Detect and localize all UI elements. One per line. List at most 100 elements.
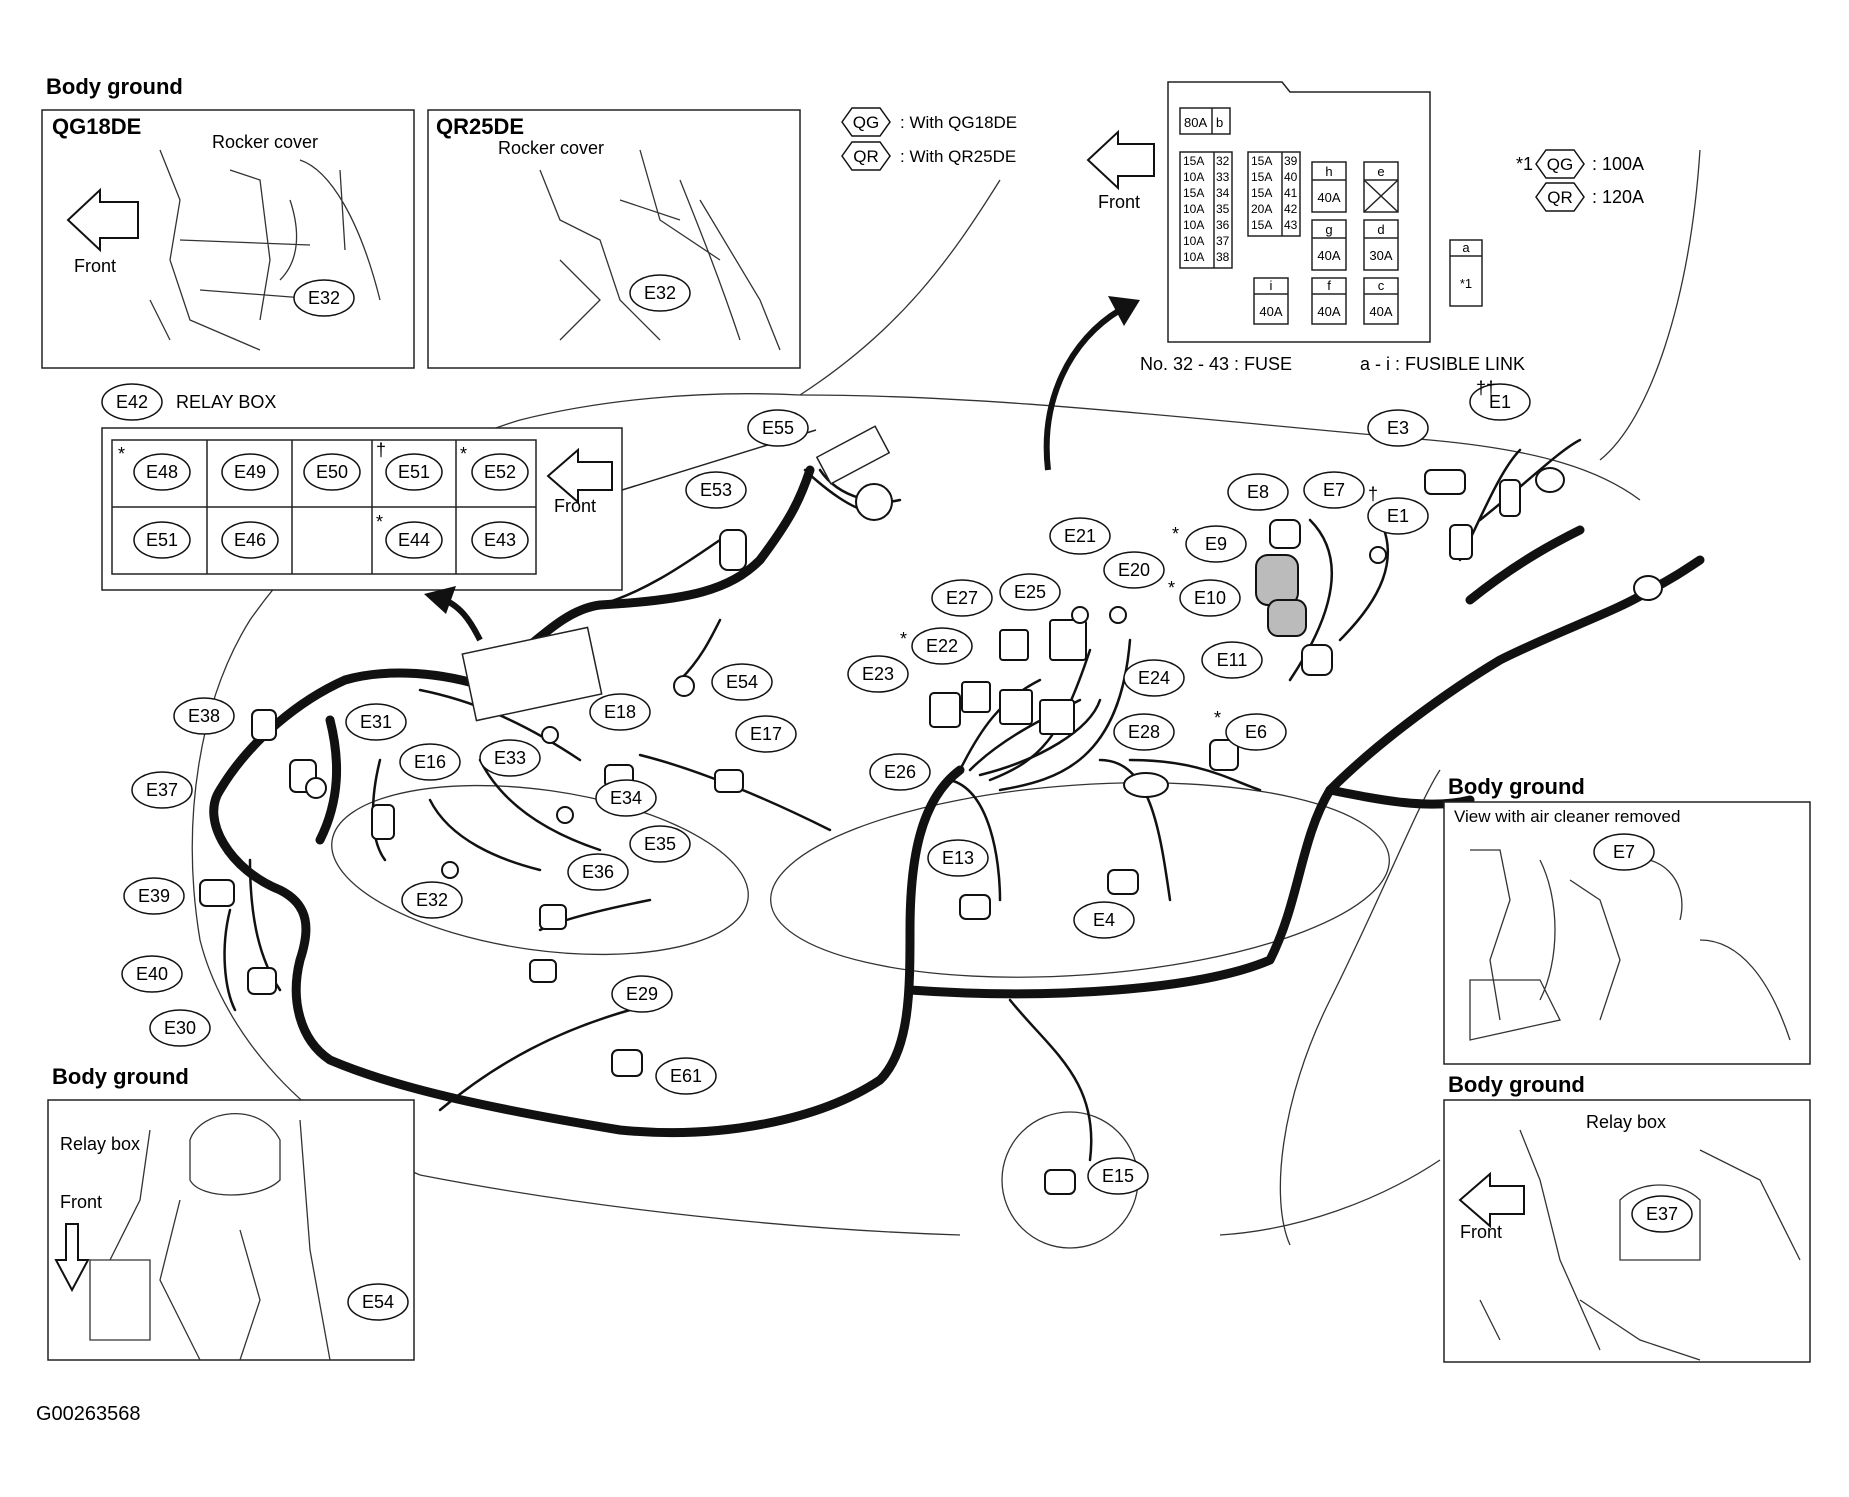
- svg-text:: 120A: : 120A: [1592, 187, 1644, 207]
- connector-e55: E55: [762, 418, 794, 438]
- svg-text:40: 40: [1284, 170, 1298, 184]
- svg-text:E44: E44: [398, 530, 430, 550]
- connector-e10: E10: [1194, 588, 1226, 608]
- front-label: Front: [60, 1192, 102, 1212]
- qg-legend-text: : With QG18DE: [900, 113, 1017, 132]
- connector-e32: E32: [416, 890, 448, 910]
- svg-text:*: *: [900, 629, 907, 649]
- section-title: Body ground: [46, 74, 183, 99]
- svg-text:d: d: [1377, 222, 1384, 237]
- svg-text:c: c: [1378, 278, 1385, 293]
- svg-text:40A: 40A: [1317, 190, 1340, 205]
- connector-e35: E35: [644, 834, 676, 854]
- engine-legend: QG : With QG18DE QR : With QR25DE: [841, 107, 1017, 171]
- svg-text:E51: E51: [146, 530, 178, 550]
- qg-badge: QG: [853, 113, 879, 132]
- svg-text:f: f: [1327, 278, 1331, 293]
- svg-text:††: ††: [1476, 378, 1496, 398]
- front-arrow-icon: [546, 447, 613, 505]
- front-label: Front: [1460, 1222, 1502, 1242]
- svg-text:40A: 40A: [1317, 248, 1340, 263]
- connector-e8: E8: [1247, 482, 1269, 502]
- inset-qr25de: QR25DE Rocker cover E32: [427, 109, 801, 369]
- fusible-links: h 40A e g 40A d 30A a *1 i 40A f 40A c 4…: [1253, 161, 1483, 325]
- connector-e16: E16: [414, 752, 446, 772]
- note-marker: *1: [1516, 154, 1533, 174]
- connector-marks: * * * * † ††: [900, 378, 1496, 728]
- svg-text:80A: 80A: [1184, 115, 1207, 130]
- qr-legend-text: : With QR25DE: [900, 147, 1016, 166]
- callout-label: Rocker cover: [498, 138, 604, 158]
- svg-text:10A: 10A: [1183, 234, 1204, 248]
- svg-text:E49: E49: [234, 462, 266, 482]
- svg-text:40A: 40A: [1317, 304, 1340, 319]
- svg-text:32: 32: [1216, 154, 1230, 168]
- relay-box-id: E42: [116, 392, 148, 412]
- svg-text:QG: QG: [1547, 155, 1573, 174]
- svg-text:*: *: [118, 444, 125, 464]
- svg-text:35: 35: [1216, 202, 1230, 216]
- connector-e15: E15: [1102, 1166, 1134, 1186]
- connector-e53: E53: [700, 480, 732, 500]
- svg-text:38: 38: [1216, 250, 1230, 264]
- svg-text:E50: E50: [316, 462, 348, 482]
- connector-e20: E20: [1118, 560, 1150, 580]
- svg-text:e: e: [1377, 164, 1384, 179]
- svg-text:E46: E46: [234, 530, 266, 550]
- svg-text:41: 41: [1284, 186, 1298, 200]
- connector-e11: E11: [1217, 650, 1248, 670]
- connector-e28: E28: [1128, 722, 1160, 742]
- svg-text:15A: 15A: [1183, 154, 1204, 168]
- svg-text:g: g: [1325, 222, 1332, 237]
- front-label: Front: [1098, 192, 1140, 212]
- front-arrow-icon: [1086, 129, 1155, 191]
- connector-label: E32: [644, 283, 676, 303]
- svg-text:39: 39: [1284, 154, 1298, 168]
- connector-e23: E23: [862, 664, 894, 684]
- svg-text:*: *: [1168, 578, 1175, 598]
- relay-box-label: RELAY BOX: [176, 392, 276, 412]
- connector-e22: E22: [926, 636, 958, 656]
- connector-e31: E31: [360, 712, 392, 732]
- connector-e9: E9: [1205, 534, 1227, 554]
- svg-text:†: †: [1368, 484, 1378, 504]
- svg-text:: 100A: : 100A: [1592, 154, 1644, 174]
- section-title: Body ground: [52, 1064, 189, 1089]
- qr-badge: QR: [853, 147, 879, 166]
- connector-e61: E61: [670, 1066, 702, 1086]
- connector-e18: E18: [604, 702, 636, 722]
- svg-text:*: *: [376, 512, 383, 532]
- connector-e37: E37: [146, 780, 178, 800]
- svg-text:33: 33: [1216, 170, 1230, 184]
- section-title: Body ground: [1448, 1072, 1585, 1097]
- svg-text:*1: *1: [1460, 276, 1472, 291]
- svg-text:43: 43: [1284, 218, 1298, 232]
- callout-label: Relay box: [60, 1134, 140, 1154]
- svg-text:i: i: [1270, 278, 1273, 293]
- inset-relay-box-ground-right: Body ground Relay box Front E37: [1443, 1072, 1811, 1363]
- callout-label: Rocker cover: [212, 132, 318, 152]
- svg-text:10A: 10A: [1183, 218, 1204, 232]
- svg-text:40A: 40A: [1259, 304, 1282, 319]
- connector-e24: E24: [1138, 668, 1170, 688]
- svg-text:*: *: [1214, 708, 1221, 728]
- relay-slots-row2: E51 E46 E44 E43 *: [133, 512, 529, 559]
- svg-text:10A: 10A: [1183, 250, 1204, 264]
- connector-e33: E33: [494, 748, 526, 768]
- front-label: Front: [554, 496, 596, 516]
- connector-label: E54: [362, 1292, 394, 1312]
- svg-text:QR: QR: [1547, 188, 1573, 207]
- svg-text:*: *: [1172, 524, 1179, 544]
- svg-text:42: 42: [1284, 202, 1298, 216]
- svg-text:36: 36: [1216, 218, 1230, 232]
- connector-e21: E21: [1064, 526, 1096, 546]
- front-arrow-icon: [66, 187, 139, 253]
- section-title: Body ground: [1448, 774, 1585, 799]
- connector-e34: E34: [610, 788, 642, 808]
- connector-e27: E27: [946, 588, 978, 608]
- connector-e13: E13: [942, 848, 974, 868]
- fuse-caption: No. 32 - 43 : FUSE: [1140, 354, 1292, 374]
- front-label: Front: [74, 256, 116, 276]
